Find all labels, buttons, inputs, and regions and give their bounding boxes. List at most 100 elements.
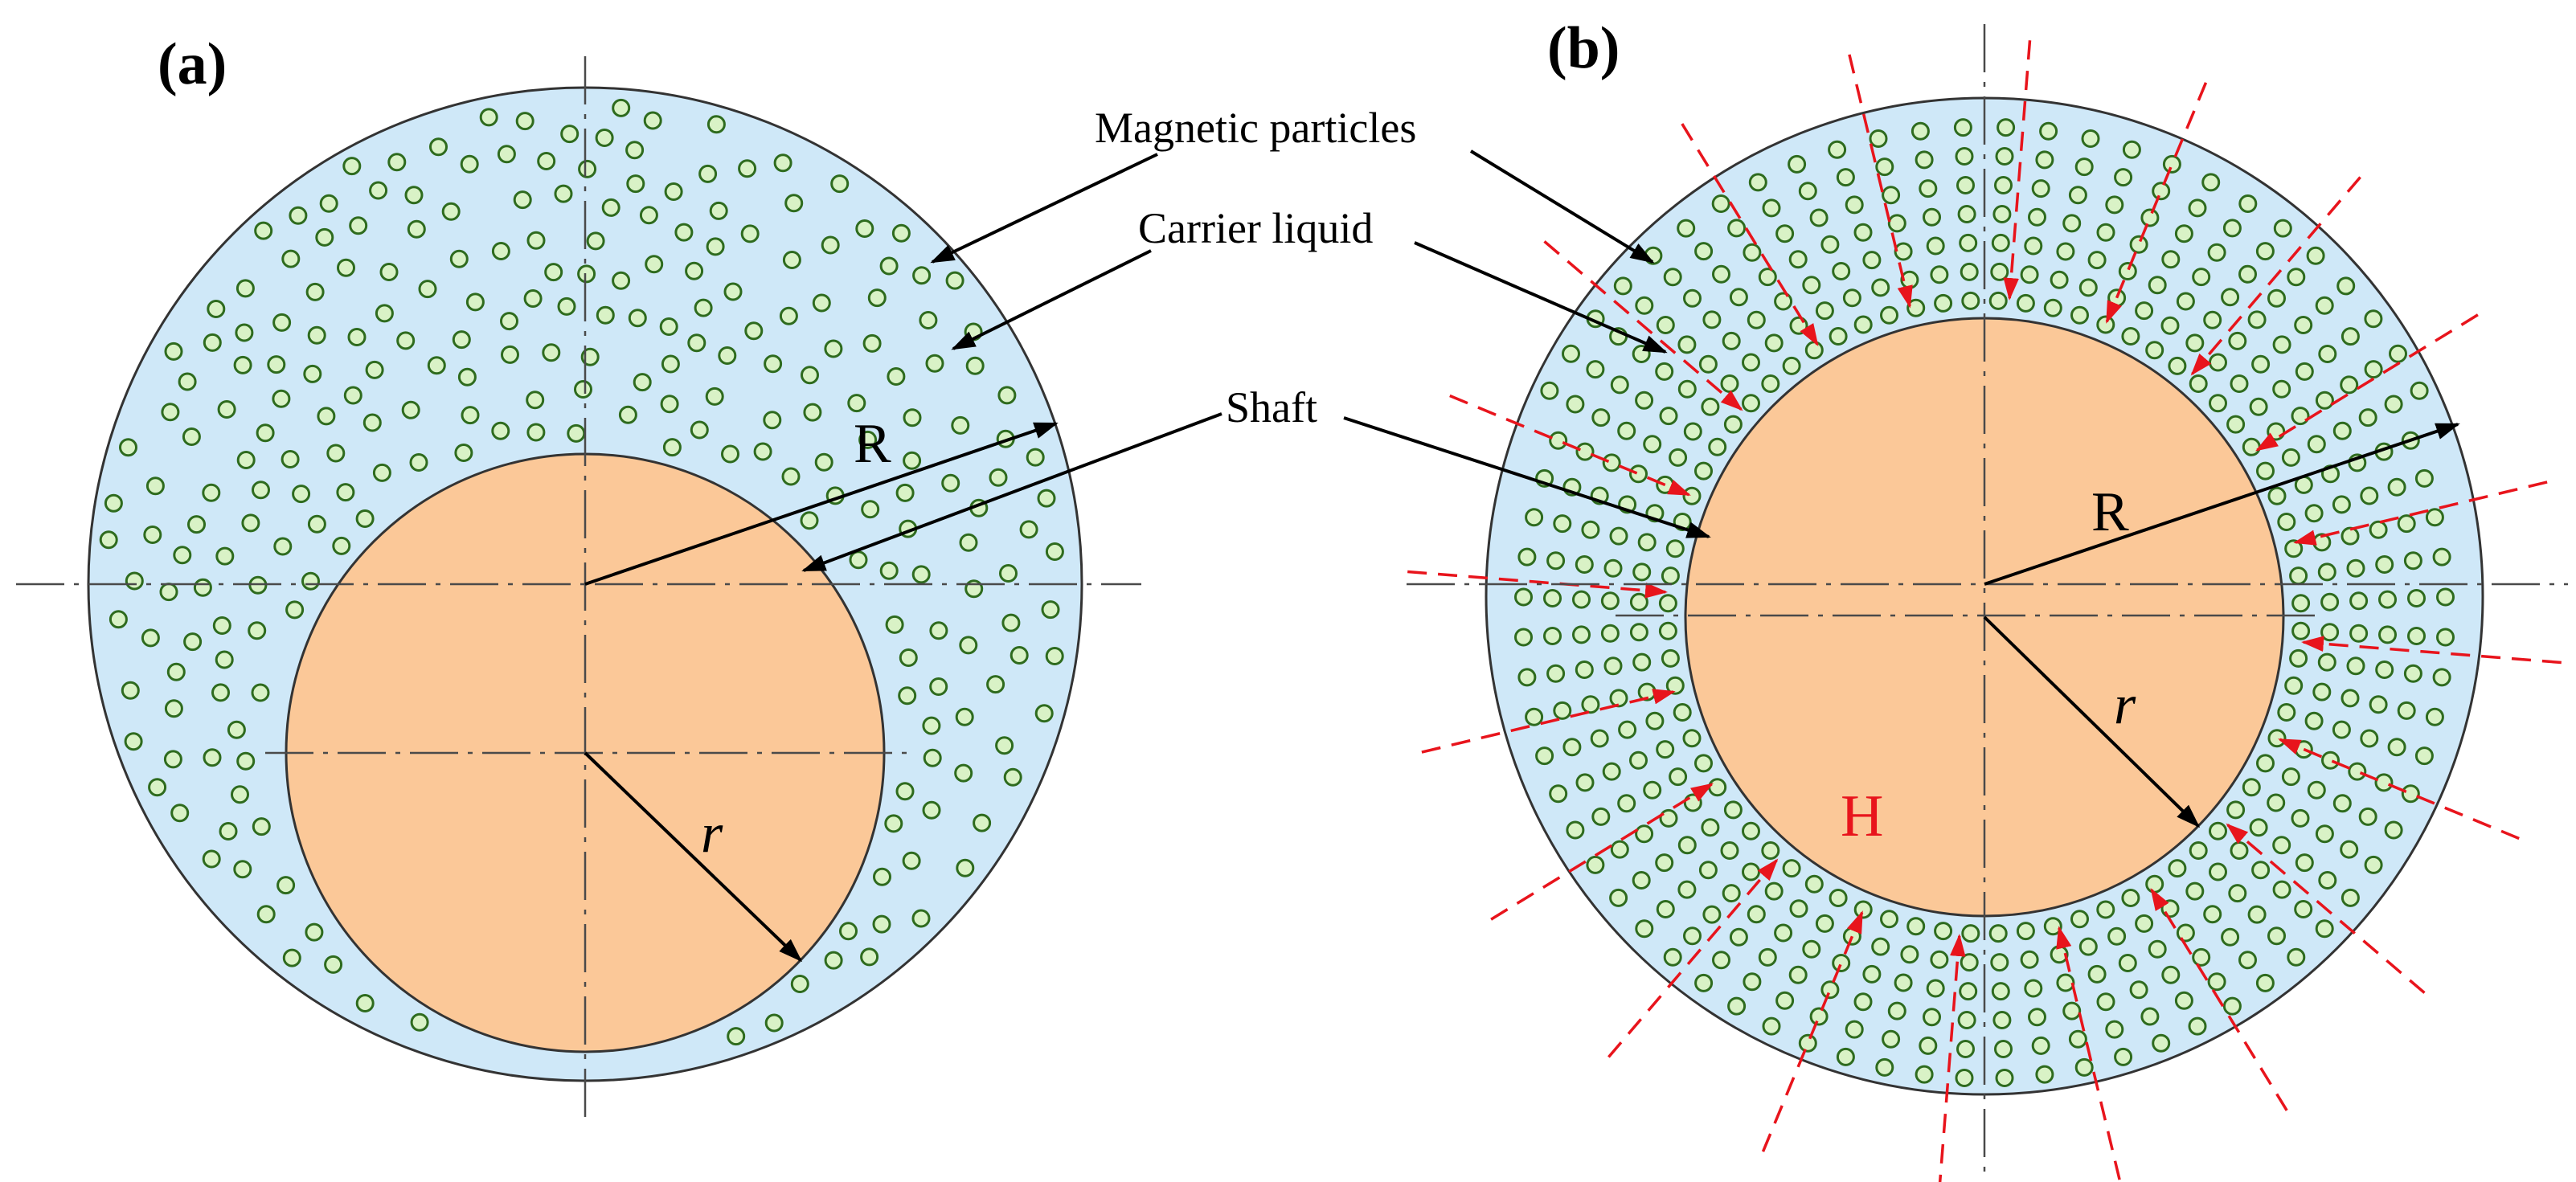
- magnetic-particle: [2272, 880, 2291, 899]
- magnetic-particle: [1957, 1011, 1976, 1029]
- magnetic-particle: [1655, 853, 1674, 873]
- field-arrow: [2190, 176, 2361, 376]
- magnetic-particle: [1629, 751, 1648, 770]
- magnetic-particle: [2289, 648, 2308, 668]
- magnetic-particle: [674, 223, 694, 242]
- magnetic-particle: [1041, 600, 1060, 620]
- magnetic-particle: [1853, 900, 1873, 919]
- magnetic-particle: [2121, 327, 2140, 346]
- magnetic-particle: [418, 280, 437, 299]
- magnetic-particle: [281, 450, 300, 468]
- magnetic-particle: [1875, 1057, 1894, 1077]
- inner-radius-label-a: r: [701, 803, 723, 865]
- magnetic-particle: [879, 256, 899, 276]
- magnetic-particle: [1788, 154, 1807, 174]
- magnetic-particle: [764, 1013, 784, 1033]
- magnetic-particle: [814, 452, 833, 472]
- magnetic-particle: [1747, 310, 1766, 329]
- magnetic-particle: [1694, 754, 1713, 773]
- magnetic-particle: [276, 876, 296, 895]
- magnetic-particle: [2315, 391, 2334, 410]
- magnetic-particle: [847, 394, 866, 413]
- magnetic-particle: [989, 468, 1008, 487]
- magnetic-particle: [1798, 1033, 1817, 1053]
- magnetic-particle: [2432, 547, 2451, 566]
- magnetic-particle: [2087, 251, 2107, 270]
- magnetic-particle: [457, 367, 477, 387]
- magnetic-particle: [2267, 729, 2287, 748]
- magnetic-particle: [355, 994, 375, 1012]
- magnetic-particle: [1882, 1029, 1901, 1049]
- magnetic-particle: [2039, 121, 2058, 141]
- magnetic-particle: [285, 600, 305, 620]
- magnetic-particle: [187, 515, 206, 534]
- magnetic-particle: [2242, 778, 2261, 797]
- magnetic-particle: [2105, 1020, 2124, 1039]
- magnetic-particle: [1645, 711, 1665, 730]
- magnetic-particle: [1923, 1008, 1941, 1027]
- magnetic-particle: [955, 707, 974, 726]
- magnetic-particle: [2341, 526, 2360, 546]
- magnetic-particle: [1934, 922, 1953, 941]
- magnetic-particle: [1994, 176, 2013, 194]
- magnetic-particle: [1665, 539, 1685, 558]
- magnetic-particle: [1546, 664, 1566, 683]
- magnetic-particle: [1774, 923, 1793, 943]
- magnetic-particle: [2340, 375, 2359, 395]
- magnetic-particle: [2121, 889, 2140, 907]
- magnetic-particle: [1677, 379, 1697, 399]
- magnetic-particle: [1610, 375, 1629, 395]
- magnetic-particle: [861, 500, 880, 519]
- magnetic-particle: [2307, 780, 2326, 800]
- magnetic-particle: [858, 430, 878, 449]
- magnetic-particle: [2050, 270, 2069, 289]
- magnetic-particle: [2414, 746, 2434, 766]
- magnetic-particle: [2403, 551, 2422, 571]
- magnetic-particle: [1887, 1001, 1906, 1020]
- magnetic-particle: [824, 339, 843, 358]
- magnetic-particle: [2160, 899, 2180, 918]
- magnetic-particle: [336, 483, 355, 502]
- magnetic-particle: [1037, 489, 1056, 508]
- magnetic-particle: [1677, 880, 1697, 899]
- magnetic-particles-arrow-b: [1469, 149, 1655, 264]
- magnetic-particle: [2016, 922, 2035, 941]
- magnetic-particle: [1829, 889, 1848, 907]
- magnetic-particle: [738, 159, 757, 178]
- magnetic-particle: [1609, 888, 1628, 907]
- magnetic-particle: [2078, 278, 2098, 297]
- magnetic-particle: [2384, 820, 2403, 840]
- magnetic-particle: [202, 483, 221, 502]
- magnetic-particle: [1629, 464, 1648, 484]
- field-lines-b: [1407, 40, 2562, 1182]
- magnetic-particle: [574, 380, 592, 399]
- magnetic-particle: [1788, 250, 1808, 269]
- magnetic-particle: [1836, 1047, 1855, 1066]
- magnetic-particle: [1997, 118, 2016, 137]
- magnetic-particle: [601, 198, 620, 217]
- field-arrow: [2301, 636, 2562, 665]
- magnetic-particle: [2255, 242, 2275, 261]
- magnetic-particle: [1802, 276, 1821, 295]
- magnetic-particle: [1853, 223, 1873, 242]
- magnetic-particle: [2287, 268, 2306, 287]
- magnetic-particle: [1658, 594, 1677, 613]
- field-arrow: [1938, 934, 1966, 1182]
- magnetic-particle: [124, 732, 143, 751]
- magnetic-particle: [2389, 344, 2407, 363]
- magnetic-particle: [252, 481, 270, 500]
- magnetic-particle: [2272, 836, 2291, 855]
- magnetic-particle: [764, 354, 783, 374]
- magnetic-particle: [895, 782, 915, 801]
- magnetic-particle: [272, 313, 292, 332]
- magnetic-particle: [2031, 1036, 2050, 1055]
- magnetic-particle: [1829, 327, 1848, 346]
- magnetic-particle: [2222, 996, 2242, 1016]
- magnetic-particle: [544, 263, 563, 282]
- magnetic-particle: [256, 905, 276, 924]
- magnetic-particle: [1694, 973, 1714, 992]
- magnetic-particle: [753, 442, 772, 461]
- magnetic-particle: [1742, 394, 1760, 413]
- magnetic-particle: [1959, 982, 1978, 1001]
- magnetic-particle: [2358, 807, 2377, 826]
